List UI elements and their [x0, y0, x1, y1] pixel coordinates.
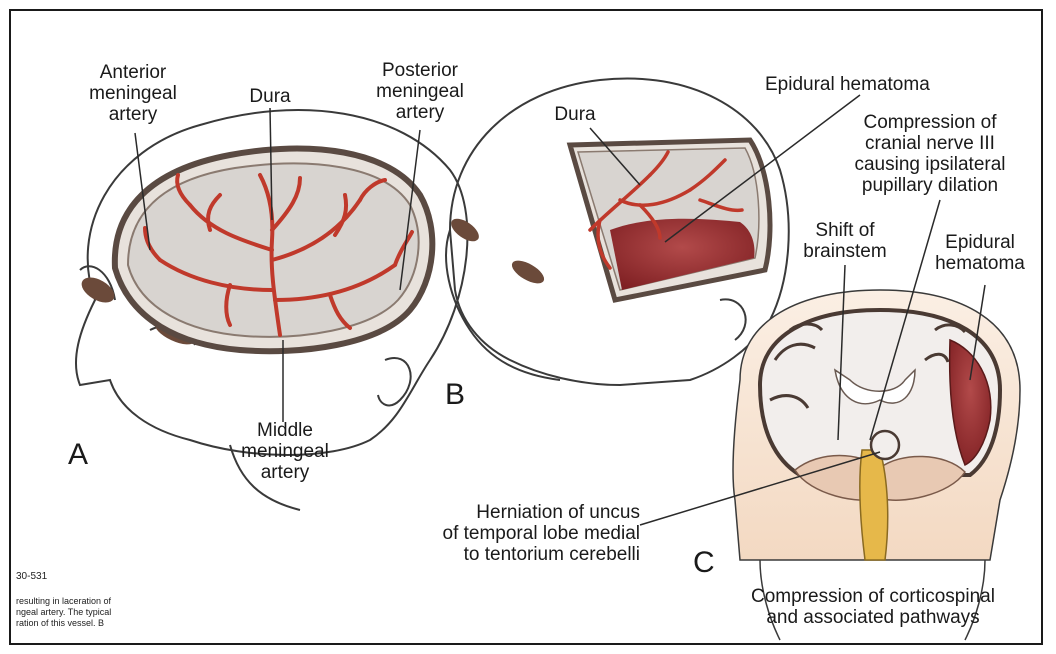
leader-dura-a: [269, 107, 273, 221]
artery-a-b7: [358, 178, 387, 202]
arteries-a: [143, 173, 414, 337]
leader-anterior: [134, 132, 151, 251]
label-dura-a: Dura: [249, 86, 291, 107]
neck-c-left: [759, 559, 781, 641]
leader-herniation: [639, 451, 881, 526]
uncus-c: [869, 429, 901, 461]
artery-a-b11: [328, 293, 352, 330]
label-compression-cn3: Compression of cranial nerve III causing…: [854, 112, 1006, 196]
gyri-left-c: [769, 322, 824, 409]
label-epidural-hematoma-b: Epidural hematoma: [765, 74, 930, 95]
dura-window-b: [566, 137, 773, 303]
arteries-b: [588, 150, 744, 270]
ventricles-c: [833, 368, 916, 405]
head-a-ear: [377, 357, 412, 407]
head-a-outline: [74, 109, 469, 456]
head-a: [74, 109, 469, 511]
artery-b-4: [638, 203, 662, 240]
artery-a-b13: [333, 193, 349, 237]
leader-shift: [837, 264, 846, 441]
label-shift-of-brainstem: Shift of brainstem: [803, 220, 887, 262]
middle-artery-trunk: [258, 173, 282, 337]
hematoma-c: [948, 338, 992, 467]
neck-c-right: [964, 559, 986, 641]
gyri-right-c: [924, 323, 967, 363]
brainstem-c: [859, 449, 889, 561]
label-posterior-meningeal-artery: Posterior meningeal artery: [376, 60, 464, 123]
artery-a-b1: [188, 203, 274, 252]
head-b-brows: [451, 218, 545, 284]
leader-dura-b: [589, 127, 641, 186]
artery-a-b10: [224, 283, 232, 327]
brow-b-upper: [451, 218, 479, 242]
artery-a-b4: [273, 263, 397, 302]
panel-letter-a: A: [68, 438, 89, 471]
brow-upper: [81, 277, 115, 303]
label-middle-meningeal-artery: Middle meningeal artery: [241, 420, 329, 483]
head-a-neck: [229, 444, 301, 511]
label-epidural-hematoma-c: Epidural hematoma: [935, 232, 1025, 274]
artery-b-3: [688, 158, 727, 192]
artery-b-trunk: [588, 173, 652, 232]
label-anterior-meningeal-artery: Anterior meningeal artery: [89, 62, 177, 125]
artery-b-5: [596, 218, 612, 270]
artery-a-b9: [393, 230, 414, 267]
artery-b-1: [618, 188, 692, 207]
label-herniation-uncus: Herniation of uncus of temporal lobe med…: [442, 502, 641, 565]
head-b-outline: [448, 77, 790, 387]
artery-a-b6: [175, 173, 192, 207]
head-b-face: [445, 229, 561, 381]
panel-letter-b: B: [445, 378, 466, 411]
caption-text: resulting in laceration of ngeal artery.…: [16, 596, 112, 628]
leader-posterior: [399, 129, 421, 291]
caption-page-ref: 30-531: [16, 571, 48, 582]
brow-b-lower: [511, 260, 545, 284]
panel-letter-c: C: [693, 546, 715, 579]
artery-a-b3: [158, 258, 274, 292]
artery-a-b2: [270, 198, 362, 262]
leader-epidural-c: [969, 284, 986, 381]
label-dura-b: Dura: [554, 104, 596, 125]
artery-a-b5: [270, 176, 302, 232]
head-c: [732, 289, 1021, 641]
head-b-ear: [719, 298, 747, 341]
leader-epidural-b: [664, 94, 861, 243]
hematoma-b: [610, 218, 755, 290]
leader-lines: [134, 94, 986, 526]
head-b: [445, 77, 790, 387]
artery-b-2: [648, 150, 670, 177]
leader-cn3: [869, 199, 941, 441]
label-corticospinal-compression: Compression of corticospinal and associa…: [751, 586, 995, 628]
artery-a-b12: [206, 193, 222, 232]
artery-b-6: [698, 198, 744, 213]
